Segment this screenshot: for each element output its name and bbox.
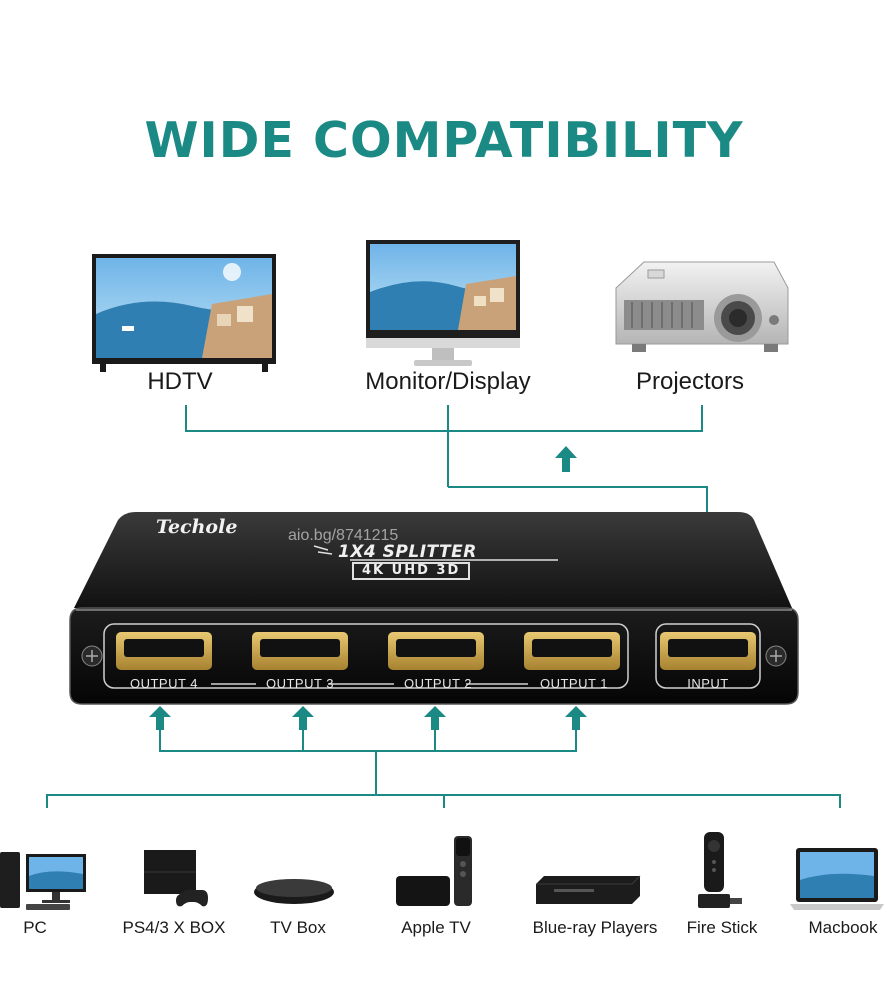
tv-box-image <box>254 879 334 904</box>
ps4-xbox-image <box>144 850 208 907</box>
hdtv-label: HDTV <box>147 368 213 395</box>
model-label: 1X4 SPLITTER <box>338 542 477 562</box>
port-label-output-3: OUTPUT 3 <box>265 676 335 691</box>
source-label-blu-ray: Blue-ray Players <box>532 918 658 937</box>
projector-image <box>615 261 789 352</box>
splitter-device <box>69 512 799 705</box>
port-label-output-1: OUTPUT 1 <box>539 676 609 691</box>
watermark: aio.bg/8741215 <box>288 527 399 544</box>
monitor-label: Monitor/Display <box>365 368 531 395</box>
port-label-output-4: OUTPUT 4 <box>129 676 199 691</box>
arrow-up-icon <box>424 706 446 730</box>
arrow-up-icon <box>555 446 577 472</box>
hdtv-image <box>92 254 276 372</box>
projector-label: Projectors <box>635 368 745 395</box>
apple-tv-image <box>396 836 472 906</box>
pc-image <box>0 852 86 910</box>
source-label-macbook: Macbook <box>808 918 878 937</box>
source-label-ps4-xbox: PS4/3 X BOX <box>122 918 226 937</box>
source-label-pc: PC <box>23 918 47 937</box>
blu-ray-player-image <box>536 875 641 904</box>
macbook-image <box>790 848 884 910</box>
arrow-up-icon <box>565 706 587 730</box>
arrow-up-icon <box>149 706 171 730</box>
monitor-image <box>366 240 520 366</box>
port-label-output-2: OUTPUT 2 <box>403 676 473 691</box>
arrow-up-icon <box>292 706 314 730</box>
source-label-tv-box: TV Box <box>270 918 326 937</box>
source-label-fire-stick: Fire Stick <box>686 918 758 937</box>
feature-badge: 4K UHD 3D <box>352 562 471 580</box>
source-label-apple-tv: Apple TV <box>401 918 471 937</box>
brand-logo: Techole <box>156 516 238 538</box>
page-title: WIDE COMPATIBILITY <box>144 112 744 169</box>
fire-stick-image <box>698 832 742 908</box>
port-label-input: INPUT <box>687 676 729 691</box>
